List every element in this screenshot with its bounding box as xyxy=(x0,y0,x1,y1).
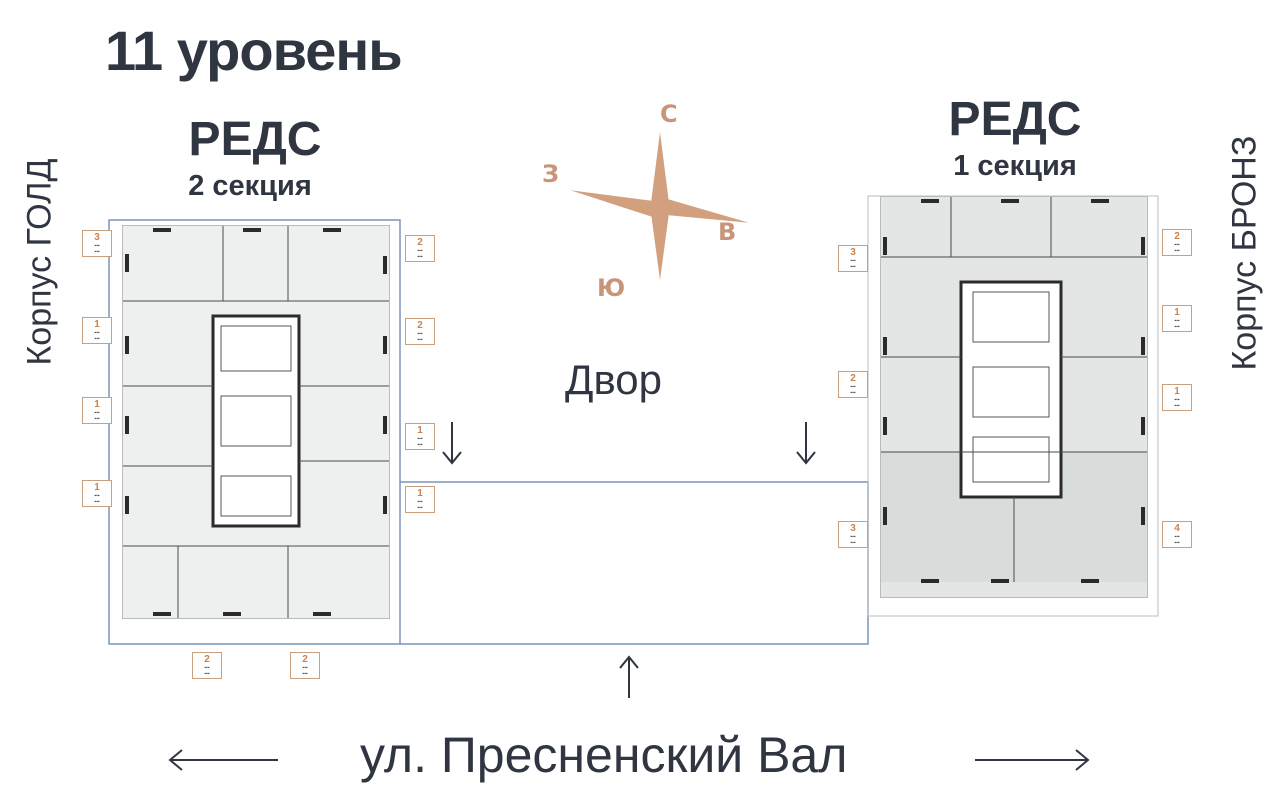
apartment-tag[interactable]: 2▪▪▪▪▪▪ xyxy=(838,371,868,398)
street-label: ул. Пресненский Вал xyxy=(360,727,848,783)
right-building-section: 1 секция xyxy=(953,150,1077,182)
left-floor-plan xyxy=(122,225,390,619)
apartment-tag[interactable]: 2▪▪▪▪▪▪ xyxy=(405,235,435,262)
left-building-section: 2 секция xyxy=(188,170,312,202)
right-floor-plan xyxy=(880,196,1148,598)
apartment-tag[interactable]: 2▪▪▪▪▪▪ xyxy=(192,652,222,679)
apartment-tag[interactable]: 2▪▪▪▪▪▪ xyxy=(405,318,435,345)
entrance-arrows xyxy=(168,422,1090,771)
apartment-tag[interactable]: 3▪▪▪▪▪▪ xyxy=(82,230,112,257)
page-title: 11 уровень xyxy=(105,19,403,82)
compass-west-label: З xyxy=(542,160,560,188)
compass-north-label: С xyxy=(660,100,678,128)
apartment-tag[interactable]: 2▪▪▪▪▪▪ xyxy=(1162,229,1192,256)
yard-label: Двор xyxy=(565,356,663,403)
compass-south-label: Ю xyxy=(597,274,626,302)
left-plan-drawing xyxy=(123,226,389,618)
apartment-tag[interactable]: 1▪▪▪▪▪▪ xyxy=(1162,305,1192,332)
right-building-name: РЕДС xyxy=(948,93,1082,146)
apartment-tag[interactable]: 1▪▪▪▪▪▪ xyxy=(82,480,112,507)
apartment-tag[interactable]: 1▪▪▪▪▪▪ xyxy=(405,486,435,513)
apartment-tag[interactable]: 3▪▪▪▪▪▪ xyxy=(838,521,868,548)
apartment-tag[interactable]: 1▪▪▪▪▪▪ xyxy=(82,317,112,344)
compass-east-label: В xyxy=(718,218,737,246)
apartment-tag[interactable]: 1▪▪▪▪▪▪ xyxy=(82,397,112,424)
compass-rose-icon xyxy=(570,132,749,280)
apartment-tag[interactable]: 1▪▪▪▪▪▪ xyxy=(405,423,435,450)
apartment-tag[interactable]: 4▪▪▪▪▪▪ xyxy=(1162,521,1192,548)
apartment-tag[interactable]: 1▪▪▪▪▪▪ xyxy=(1162,384,1192,411)
apartment-tag[interactable]: 2▪▪▪▪▪▪ xyxy=(290,652,320,679)
apartment-tag[interactable]: 3▪▪▪▪▪▪ xyxy=(838,245,868,272)
left-building-name: РЕДС xyxy=(188,113,322,166)
right-plan-drawing xyxy=(881,197,1147,597)
